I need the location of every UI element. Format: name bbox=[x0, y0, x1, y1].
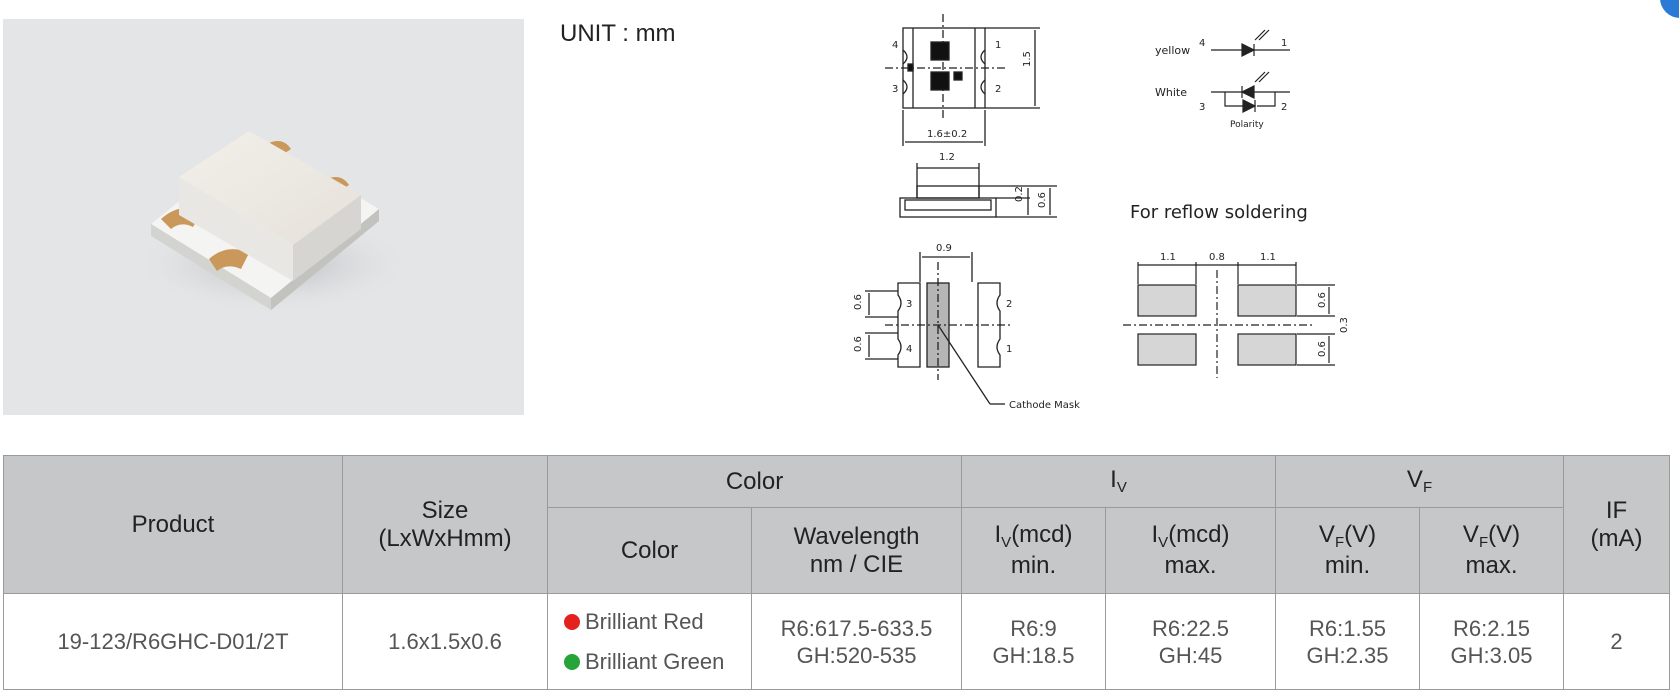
spec-table: Product Size(LxWxHmm) Color IV VF IF(mA)… bbox=[3, 455, 1671, 690]
header-iv-min: IV(mcd)min. bbox=[961, 507, 1107, 594]
bottom-pin-1: 1 bbox=[1006, 344, 1012, 355]
product-photo bbox=[3, 19, 524, 415]
schematic-pin-4: 4 bbox=[1199, 38, 1205, 49]
reflow-dim-lower: 0.6 bbox=[1317, 341, 1328, 357]
top-pin-3: 3 bbox=[892, 84, 898, 95]
header-iv-group: IV bbox=[961, 455, 1277, 508]
cell-product: 19-123/R6GHC-D01/2T bbox=[3, 593, 343, 690]
reflow-footprint bbox=[1123, 262, 1335, 378]
side-total-dim: 0.6 bbox=[1037, 192, 1048, 208]
top-height-dim: 1.5 bbox=[1022, 51, 1033, 67]
bottom-left-lower-dim: 0.6 bbox=[853, 336, 864, 352]
side-top-dim: 1.2 bbox=[939, 152, 955, 163]
bottom-left-upper-dim: 0.6 bbox=[853, 294, 864, 310]
red-dot-icon bbox=[564, 613, 580, 630]
unit-label: UNIT : mm bbox=[560, 20, 676, 47]
bottom-pin-3: 3 bbox=[906, 299, 912, 310]
reflow-dim-gap: 0.3 bbox=[1339, 317, 1350, 333]
schematic-yellow-label: yellow bbox=[1155, 44, 1190, 57]
smd-led-render bbox=[133, 131, 413, 314]
cell-if: 2 bbox=[1563, 593, 1671, 690]
bottom-pad-dim: 0.9 bbox=[936, 243, 952, 254]
polarity-label: Polarity bbox=[1230, 120, 1264, 130]
header-product: Product bbox=[3, 455, 343, 594]
bottom-view-drawing bbox=[865, 252, 1010, 405]
reflow-dim-a: 1.1 bbox=[1160, 252, 1176, 263]
top-pin-4: 4 bbox=[892, 40, 898, 51]
top-view-drawing bbox=[885, 14, 1040, 146]
bottom-pin-2: 2 bbox=[1006, 299, 1012, 310]
cell-size: 1.6x1.5x0.6 bbox=[342, 593, 548, 690]
header-if: IF(mA) bbox=[1563, 455, 1671, 594]
table-header-row-1: Product Size(LxWxHmm) Color IV VF IF(mA) bbox=[3, 455, 1671, 594]
header-color: Color bbox=[547, 507, 752, 594]
side-thin-dim: 0.2 bbox=[1014, 186, 1025, 202]
reflow-dim-b: 0.8 bbox=[1209, 252, 1225, 263]
cathode-mask-label: Cathode Mask bbox=[1009, 400, 1080, 411]
header-color-group: Color bbox=[546, 455, 963, 508]
cell-colors: Brilliant Red Brilliant Green bbox=[547, 593, 752, 690]
top-pin-1: 1 bbox=[995, 40, 1001, 51]
schematic-pin-3: 3 bbox=[1199, 102, 1205, 113]
corner-accent bbox=[1660, 0, 1679, 18]
header-size: Size(LxWxHmm) bbox=[342, 455, 548, 594]
top-pin-2: 2 bbox=[995, 84, 1001, 95]
green-dot-icon bbox=[564, 653, 580, 670]
reflow-dim-c: 1.1 bbox=[1260, 252, 1276, 263]
reflow-title: For reflow soldering bbox=[1130, 202, 1308, 223]
top-width-dim: 1.6±0.2 bbox=[927, 129, 967, 140]
header-iv-max: IV(mcd)max. bbox=[1105, 507, 1277, 594]
color-item-red: Brilliant Red bbox=[564, 602, 751, 642]
dimension-drawings: 4 1 3 2 1.5 1.6±0.2 1.2 0.2 0.6 bbox=[853, 14, 1350, 411]
header-vf-group: VF bbox=[1275, 455, 1565, 508]
schematic-white-label: White bbox=[1155, 86, 1187, 99]
table-row: 19-123/R6GHC-D01/2T 1.6x1.5x0.6 Brillian… bbox=[3, 593, 1671, 690]
color-item-green: Brilliant Green bbox=[564, 642, 751, 682]
polarity-schematic bbox=[1211, 29, 1290, 113]
reflow-dim-upper: 0.6 bbox=[1317, 292, 1328, 308]
header-vf-min: VF(V)min. bbox=[1275, 507, 1421, 594]
header-vf-max: VF(V)max. bbox=[1419, 507, 1565, 594]
side-view-drawing bbox=[899, 163, 1057, 218]
schematic-pin-1: 1 bbox=[1281, 38, 1287, 49]
schematic-pin-2: 2 bbox=[1281, 102, 1287, 113]
bottom-pin-4: 4 bbox=[906, 344, 912, 355]
